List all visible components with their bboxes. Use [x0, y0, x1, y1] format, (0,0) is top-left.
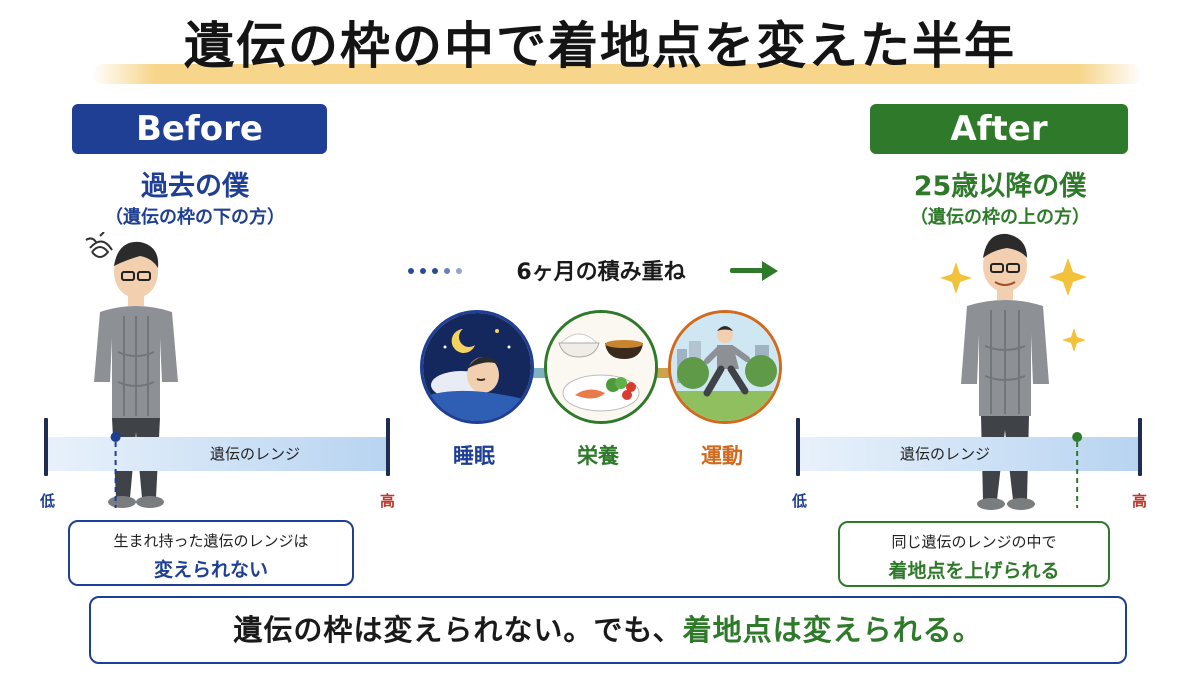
after-note: （遺伝の枠の上の方） — [910, 207, 1090, 228]
habit-label-sleep: 睡眠 — [453, 444, 495, 468]
before-range-label: 遺伝のレンジ — [209, 445, 300, 463]
six-month-heading: 6ヶ月の積み重ね — [516, 260, 686, 285]
range-min-cap — [796, 418, 800, 476]
before-subtitle: 過去の僕 — [141, 171, 249, 202]
after-range-label: 遺伝のレンジ — [899, 445, 990, 463]
sparkle-icon — [940, 262, 972, 294]
before-high-label: 高 — [380, 492, 396, 510]
after-genetic-range-bar — [800, 437, 1138, 471]
page-title: 遺伝の枠の中で着地点を変えた半年 — [184, 17, 1016, 75]
running-icon — [671, 313, 779, 421]
before-note-line1: 生まれ持った遺伝のレンジは — [113, 532, 309, 550]
after-low-label: 低 — [792, 492, 808, 510]
exercise-circle — [668, 310, 782, 424]
title-highlight — [92, 64, 1142, 84]
before-genetic-range-bar — [48, 437, 386, 471]
habit-label-exercise: 運動 — [701, 444, 743, 468]
before-badge: Before — [72, 104, 327, 154]
habit-connector — [528, 368, 552, 378]
after-high-label: 高 — [1132, 492, 1148, 510]
bottom-message: 遺伝の枠は変えられない。でも、着地点は変えられる。 — [89, 596, 1127, 664]
sparkle-icon — [1049, 258, 1087, 296]
message-part2: 着地点は変えられる。 — [682, 613, 983, 647]
sparkle-icon — [1062, 328, 1086, 352]
confused-scribble-icon — [85, 232, 113, 258]
before-note-box: 生まれ持った遺伝のレンジは 変えられない — [68, 520, 354, 586]
sleep-circle — [420, 310, 534, 424]
habit-connector — [652, 368, 676, 378]
habit-label-nutrition: 栄養 — [577, 444, 619, 468]
range-min-cap — [44, 418, 48, 476]
after-note-box: 同じ遺伝のレンジの中で 着地点を上げられる — [838, 521, 1110, 587]
after-badge: After — [870, 104, 1128, 154]
message-part1: 遺伝の枠は変えられない。でも、 — [233, 613, 683, 647]
progress-dot — [444, 268, 450, 274]
before-note: （遺伝の枠の下の方） — [105, 207, 285, 228]
after-landing-marker — [1072, 432, 1083, 508]
after-note-line1: 同じ遺伝のレンジの中で — [891, 533, 1057, 551]
before-low-label: 低 — [40, 492, 56, 510]
before-note-line2: 変えられない — [153, 559, 268, 581]
sleep-icon — [423, 313, 531, 421]
progress-dot — [432, 268, 438, 274]
arrow-head-icon — [762, 261, 778, 281]
after-subtitle: 25歳以降の僕 — [913, 171, 1087, 202]
progress-dot — [408, 268, 414, 274]
meal-icon — [547, 313, 655, 421]
nutrition-circle — [544, 310, 658, 424]
range-max-cap — [1138, 418, 1142, 476]
progress-dot — [420, 268, 426, 274]
after-note-line2: 着地点を上げられる — [888, 560, 1060, 582]
before-landing-marker — [110, 432, 121, 508]
sparkle-icons — [940, 258, 1087, 352]
arrow-right-icon — [730, 268, 766, 273]
range-max-cap — [386, 418, 390, 476]
progress-dot — [456, 268, 462, 274]
